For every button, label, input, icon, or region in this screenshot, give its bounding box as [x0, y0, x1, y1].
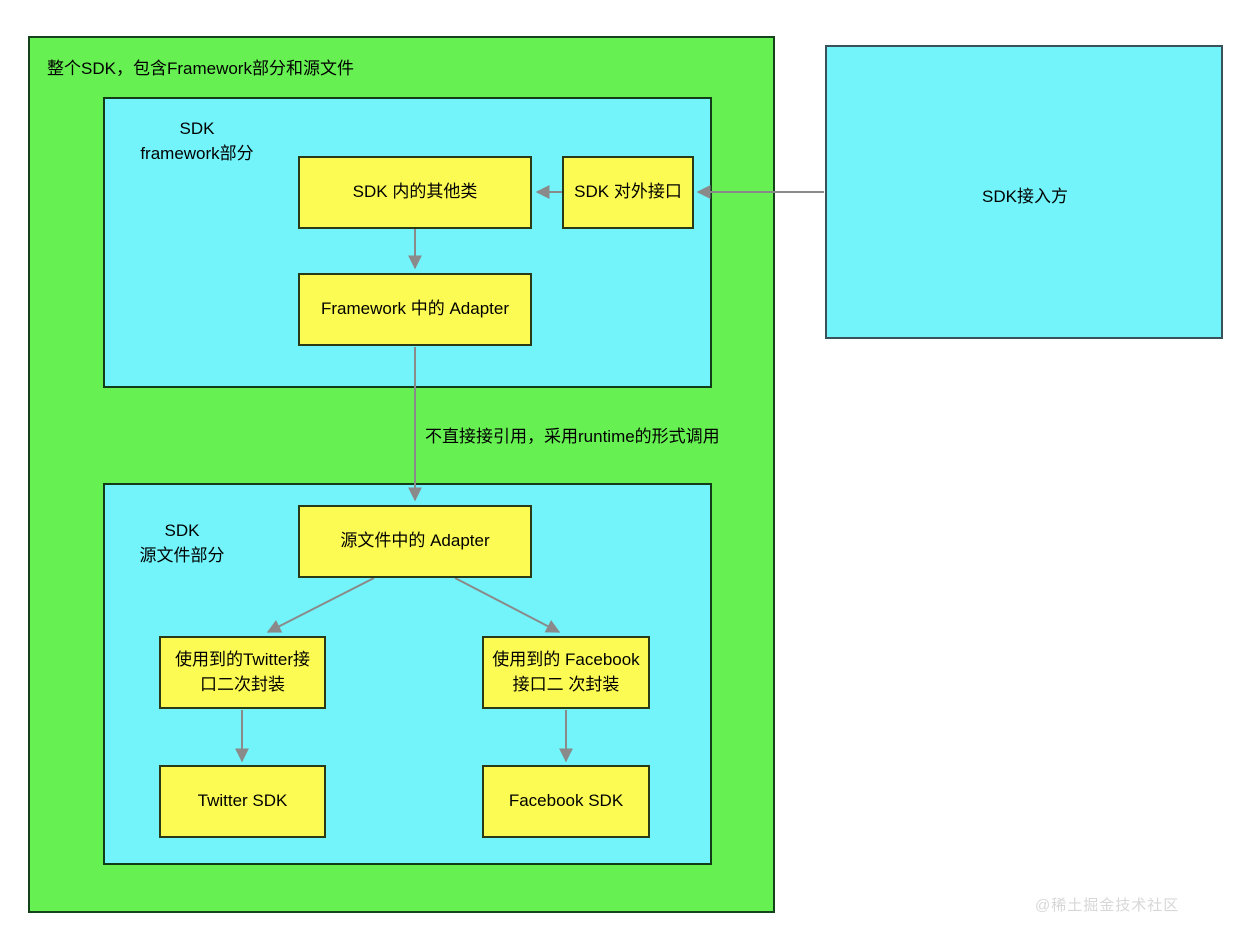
- node-public-interface-label: SDK 对外接口: [574, 182, 682, 202]
- node-other-classes-label: SDK 内的其他类: [352, 182, 478, 202]
- node-facebook-wrapper[interactable]: 使用到的 Facebook接口二 次封装: [482, 636, 650, 709]
- region-source-part-label: SDK 源文件部分: [139, 521, 225, 565]
- region-whole-sdk-label: 整个SDK，包含Framework部分和源文件: [47, 59, 354, 78]
- node-source-adapter[interactable]: 源文件中的 Adapter: [298, 505, 532, 578]
- node-facebook-wrapper-label: 使用到的 Facebook接口二 次封装: [492, 650, 640, 694]
- node-framework-adapter[interactable]: Framework 中的 Adapter: [298, 273, 532, 346]
- region-sdk-consumer-label: SDK接入方: [982, 187, 1068, 206]
- watermark: @稀土掘金技术社区: [1035, 897, 1180, 914]
- edge-label-runtime-call: 不直接接引用，采用runtime的形式调用: [425, 427, 720, 446]
- node-twitter-wrapper-label: 使用到的Twitter接口二次封装: [174, 650, 311, 694]
- node-twitter-sdk[interactable]: Twitter SDK: [159, 765, 326, 838]
- node-facebook-sdk-label: Facebook SDK: [508, 791, 624, 811]
- region-sdk-consumer: [825, 45, 1223, 339]
- node-public-interface[interactable]: SDK 对外接口: [562, 156, 694, 229]
- node-source-adapter-label: 源文件中的 Adapter: [340, 531, 490, 551]
- node-framework-adapter-label: Framework 中的 Adapter: [321, 299, 509, 319]
- node-twitter-sdk-label: Twitter SDK: [197, 791, 288, 811]
- node-facebook-sdk[interactable]: Facebook SDK: [482, 765, 650, 838]
- node-other-classes[interactable]: SDK 内的其他类: [298, 156, 532, 229]
- node-twitter-wrapper[interactable]: 使用到的Twitter接口二次封装: [159, 636, 326, 709]
- region-framework-part-label: SDK framework部分: [140, 119, 254, 163]
